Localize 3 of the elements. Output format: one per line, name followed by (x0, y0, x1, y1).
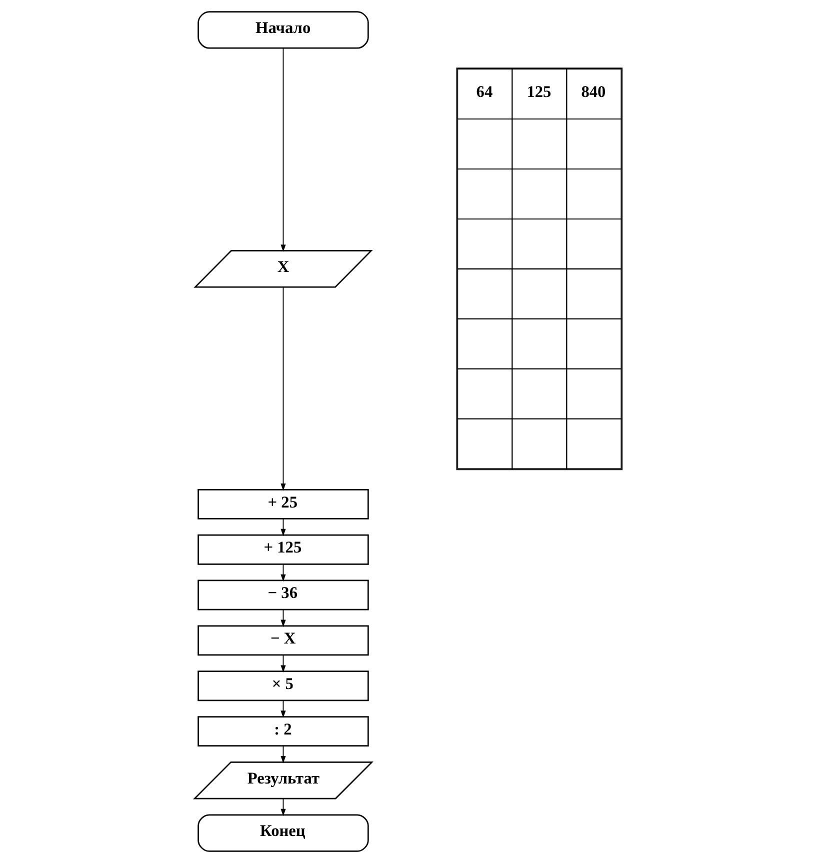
label: 125 (526, 82, 552, 102)
label: 840 (581, 82, 606, 102)
label: 64 (476, 82, 493, 102)
